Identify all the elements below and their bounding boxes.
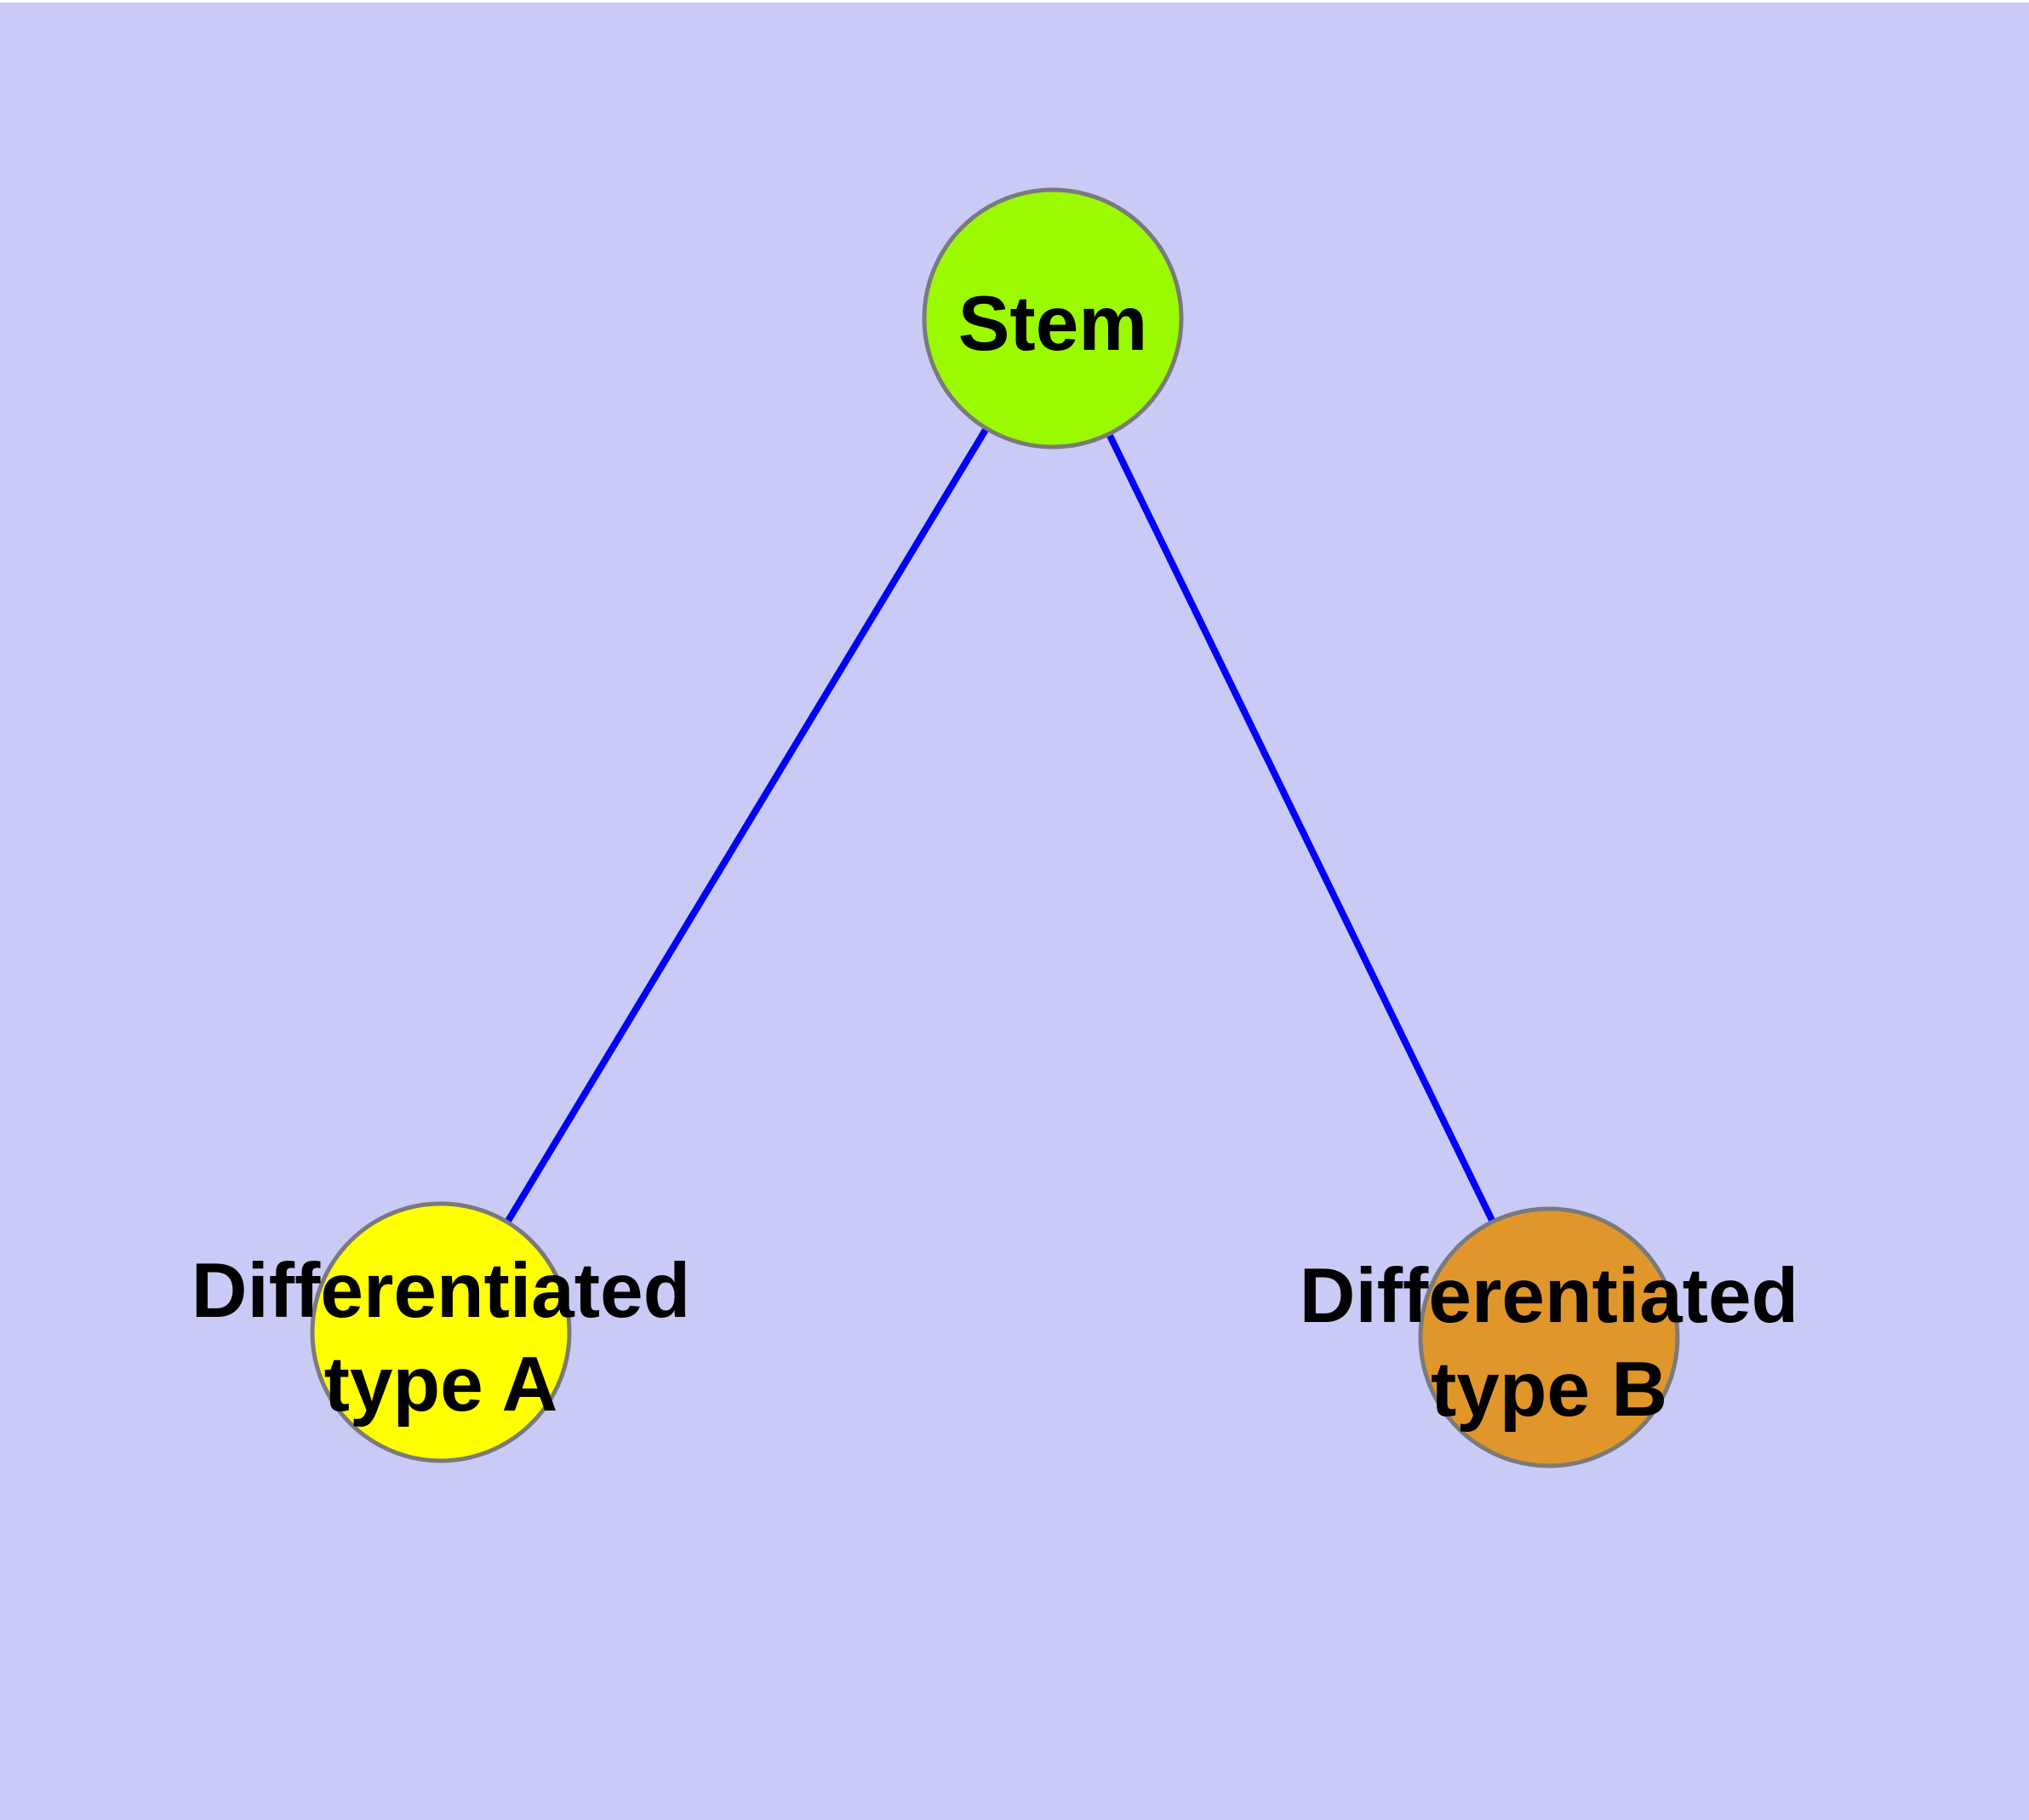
nodes-layer [310,187,1680,1468]
top-edge-strip [0,0,2029,3]
edge-stem-to-differentiated-type-b [1049,317,1552,1339]
edge-stem-to-differentiated-type-a [437,316,1056,1335]
node-stem [922,187,1184,449]
label-stem: Stem [958,281,1148,367]
node-differentiated-type-b [1418,1206,1680,1468]
node-differentiated-type-a [310,1201,572,1463]
edges-layer [437,316,1552,1339]
